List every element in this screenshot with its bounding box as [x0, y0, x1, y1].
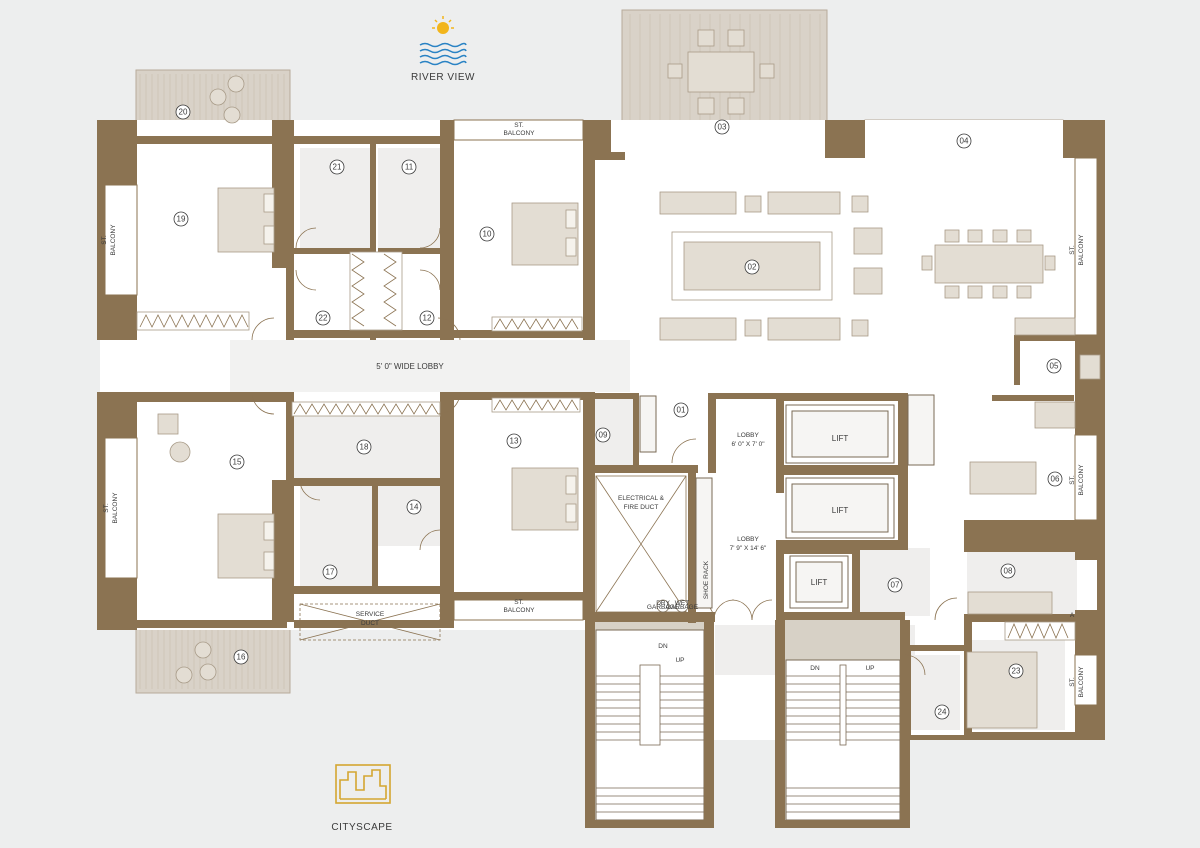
room-08-number: 08 [1004, 567, 1013, 576]
st-balcony-label-7: ST.BALCONY [503, 599, 535, 614]
st-balcony-label-5: ST.BALCONY [1069, 666, 1085, 698]
room-09-number: 09 [599, 431, 608, 440]
room-02-number: 02 [748, 263, 757, 272]
electrical-duct-label: ELECTRICAL &FIRE DUCT [618, 495, 665, 511]
wide-lobby [230, 340, 630, 392]
room-21-number: 21 [333, 163, 342, 172]
room-10-number: 10 [483, 230, 492, 239]
room-19-number: 19 [177, 215, 186, 224]
room-24-number: 24 [938, 708, 947, 717]
stair-right-up: UP [865, 665, 874, 672]
shoe-rack-label: SHOE RACK [703, 560, 710, 599]
marker-a: A [1070, 612, 1075, 619]
st-balcony-label-6: ST.BALCONY [503, 122, 535, 137]
st-balcony-top-center [453, 119, 584, 141]
room-17-number: 17 [326, 568, 335, 577]
stair-left-dn: DN [658, 643, 668, 650]
lift-3-label: LIFT [811, 578, 828, 587]
room-04-number: 04 [960, 137, 969, 146]
lift-2-label: LIFT [832, 506, 849, 515]
stair-left-up: UP [675, 657, 684, 664]
cityscape-icon [335, 764, 391, 804]
st-balcony-label-2: ST.BALCONY [103, 492, 119, 524]
room-11-number: 11 [405, 163, 414, 172]
room-16-number: 16 [237, 653, 246, 662]
st-balcony-right-bottom [1074, 654, 1098, 706]
room-05-number: 05 [1050, 362, 1059, 371]
stair-right-dn: DN [810, 665, 820, 672]
st-balcony-right-mid [1074, 434, 1098, 521]
room-18-number: 18 [360, 443, 369, 452]
room-01-number: 01 [677, 406, 686, 415]
st-balcony-right-top [1074, 157, 1098, 336]
st-balcony-label-1: ST.BALCONY [101, 224, 117, 256]
room-13-number: 13 [510, 437, 519, 446]
room-23-number: 23 [1012, 667, 1021, 676]
room-14-number: 14 [410, 503, 419, 512]
lift-1-label: LIFT [832, 434, 849, 443]
room-06-number: 06 [1051, 475, 1060, 484]
room-12-number: 12 [423, 314, 432, 323]
river-view-label: RIVER VIEW [411, 72, 475, 83]
st-balcony-label-3: ST.BALCONY [1069, 234, 1085, 266]
room-22-number: 22 [319, 314, 328, 323]
balcony-16 [135, 624, 291, 694]
st-balcony-left-top [104, 184, 138, 296]
river-view-icon [419, 16, 467, 66]
room-03-number: 03 [718, 123, 727, 132]
cityscape-label: CITYSCAPE [331, 822, 392, 833]
wide-lobby-label: 5' 0" WIDE LOBBY [376, 362, 444, 371]
room-07-number: 07 [891, 581, 900, 590]
st-balcony-label-4: ST.BALCONY [1069, 464, 1085, 496]
st-balcony-bottom-center [453, 599, 584, 621]
st-balcony-left-bottom [104, 437, 138, 579]
room-15-number: 15 [233, 458, 242, 467]
room-20-number: 20 [179, 108, 188, 117]
